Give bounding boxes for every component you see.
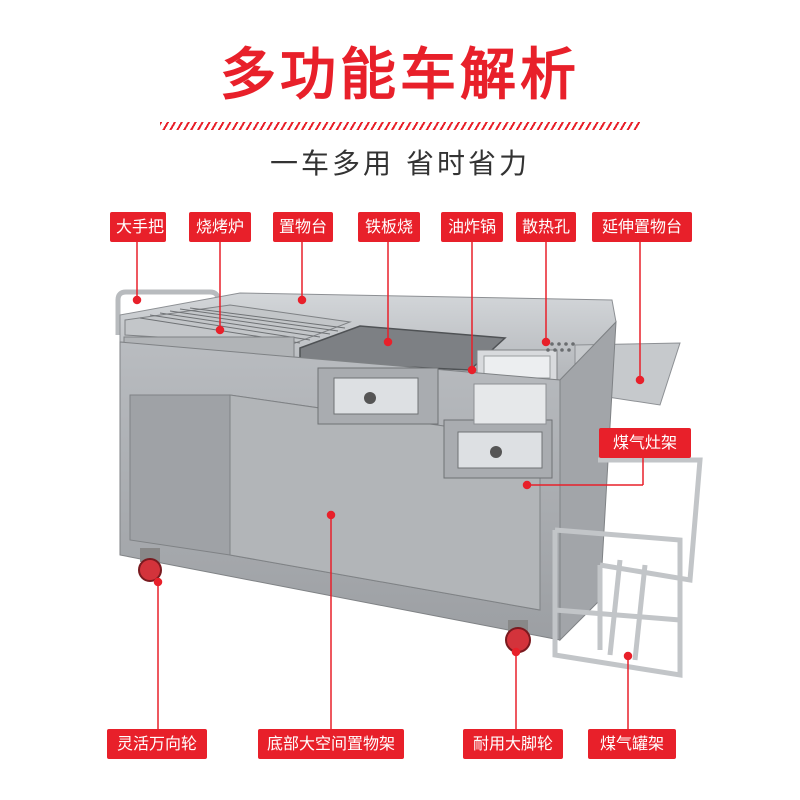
leader-lines xyxy=(132,240,645,730)
label-big-wheel: 耐用大脚轮 xyxy=(463,729,563,759)
label-tank-rack: 煤气罐架 xyxy=(588,729,676,759)
fryer-pot xyxy=(473,383,547,425)
gas-stove-upper xyxy=(333,377,419,415)
page-title: 多功能车解析 xyxy=(220,43,580,108)
label-griddle: 铁板烧 xyxy=(358,212,420,242)
stove-knob xyxy=(364,392,376,404)
label-stove-rack: 煤气灶架 xyxy=(599,428,691,458)
label-extension: 延伸置物台 xyxy=(592,212,692,242)
label-vent: 散热孔 xyxy=(516,212,576,242)
label-shelf: 置物台 xyxy=(273,212,333,242)
label-storage: 底部大空间置物架 xyxy=(258,729,404,759)
label-handle: 大手把 xyxy=(110,212,166,242)
caster-wheel-left xyxy=(138,548,162,582)
page-subtitle: 一车多用 省时省力 xyxy=(270,147,530,180)
tank-rack-frame xyxy=(552,457,703,678)
title-divider xyxy=(160,122,640,130)
caster-wheel-right xyxy=(505,620,531,653)
label-fryer: 油炸锅 xyxy=(441,212,503,242)
label-grill: 烧烤炉 xyxy=(189,212,251,242)
label-caster: 灵活万向轮 xyxy=(107,729,207,759)
